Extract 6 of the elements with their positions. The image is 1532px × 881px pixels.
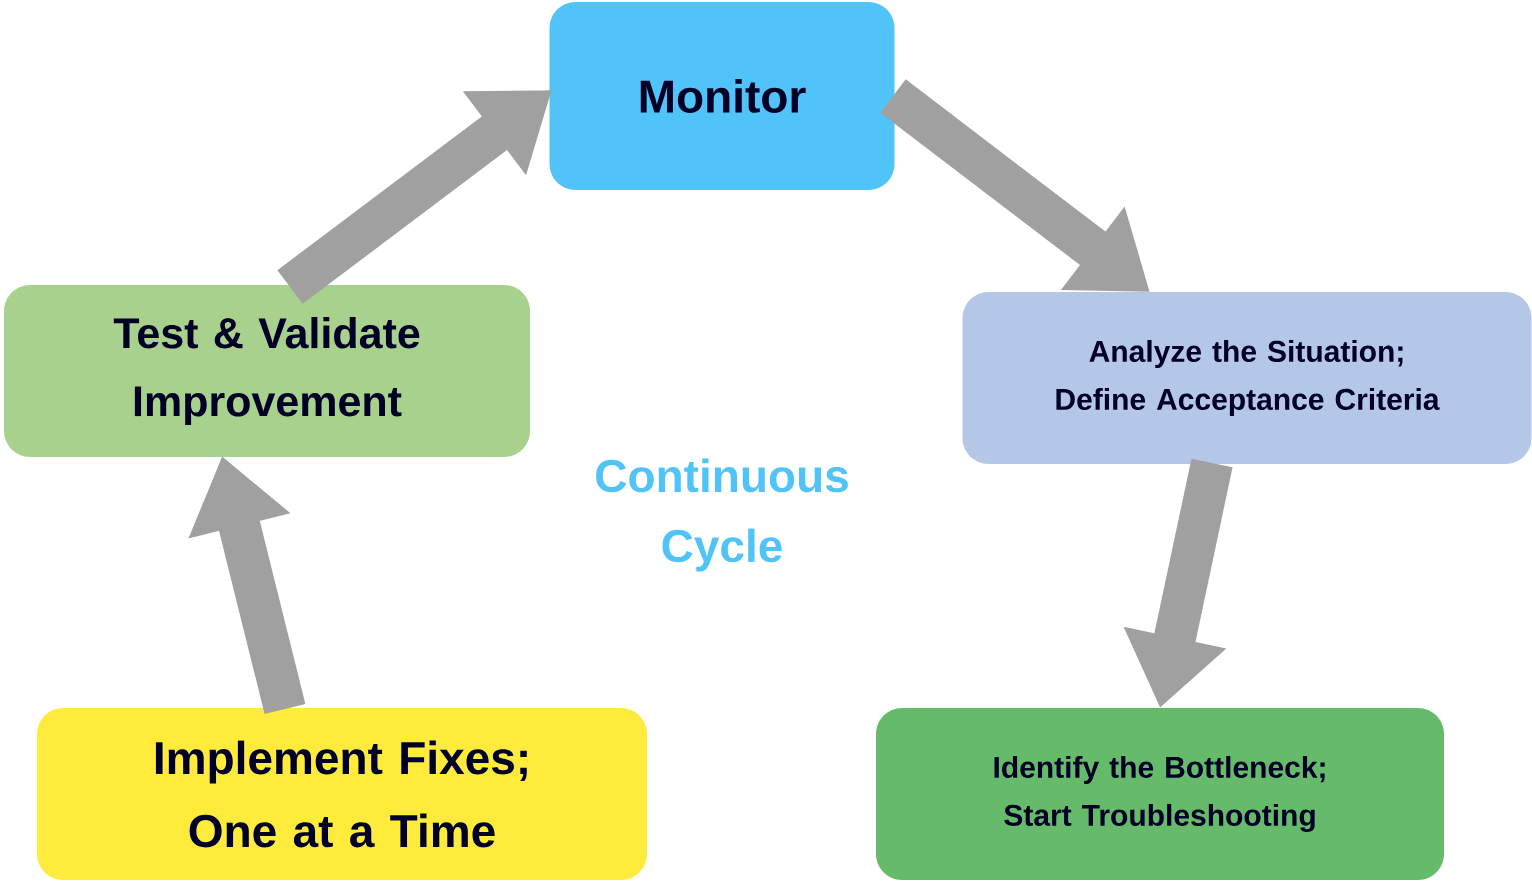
- process-box: Identify the Bottleneck; Start Troubleshooting: [876, 708, 1444, 880]
- process-box: Analyze the Situation; Define Acceptance Criteria: [962, 292, 1532, 464]
- process-box: Test & Validate Improvement: [4, 285, 530, 457]
- process-box: Implement Fixes; One at a Time: [37, 708, 647, 880]
- center-label: Continuous Cycle: [596, 458, 848, 572]
- process-box: Monitor: [549, 2, 895, 190]
